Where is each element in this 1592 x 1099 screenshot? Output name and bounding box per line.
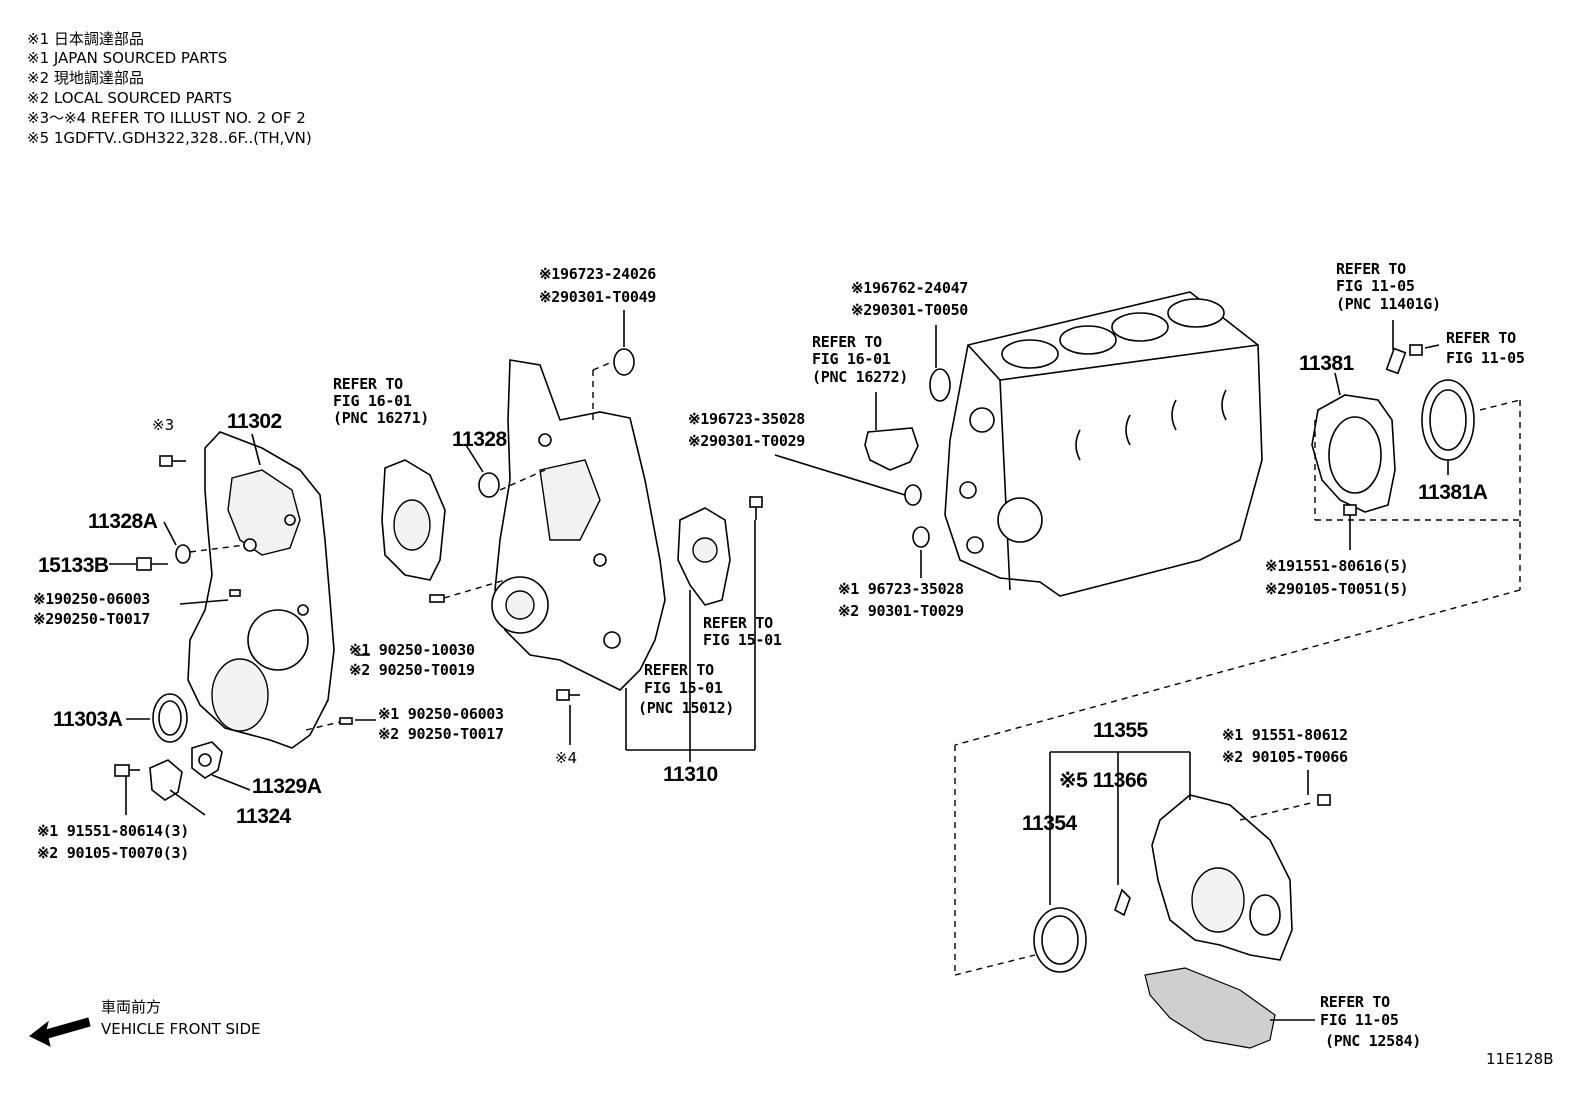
reference-line: FIG 15-01 — [703, 631, 782, 649]
header-notes: ※1 日本調達部品 ※1 JAPAN SOURCED PARTS ※2 現地調達… — [27, 30, 312, 147]
reference-line: FIG 11-05 — [1446, 349, 1525, 367]
retainer-11381-drawing — [1311, 344, 1475, 516]
engine-block-drawing — [944, 291, 1263, 597]
reference-line: REFER TO — [1336, 260, 1406, 278]
label-11328a: 11328A — [88, 510, 158, 533]
o-ring-small — [904, 484, 922, 506]
label-11354: 11354 — [1022, 812, 1078, 835]
reference-line: REFER TO — [812, 333, 882, 351]
label-11310: 11310 — [663, 763, 718, 786]
front-arrow-icon — [29, 1017, 91, 1047]
bolt-drawing — [556, 689, 570, 701]
callout-line: ※196723-24026 — [539, 265, 656, 283]
front-label-en: VEHICLE FRONT SIDE — [101, 1020, 261, 1038]
reference-line: REFER TO — [1446, 329, 1516, 347]
o-ring-11302 — [613, 348, 635, 376]
callout-line: ※290105-T0051(5) — [1265, 580, 1408, 598]
reference-labels: REFER TO FIG 16-01 (PNC 16271) REFER TO … — [333, 260, 1525, 1050]
callout-line: ※1 90250-10030 — [349, 641, 475, 659]
reference-line: (PNC 12584) — [1325, 1032, 1421, 1050]
reference-line: FIG 11-05 — [1336, 277, 1415, 295]
label-15133b: 15133B — [38, 554, 109, 577]
reference-line: FIG 16-01 — [812, 350, 891, 368]
pin-drawing — [429, 594, 445, 603]
o-ring-small — [912, 526, 930, 548]
callout-line: ※2 90105-T0070(3) — [37, 844, 189, 862]
label-11329a: 11329A — [252, 775, 322, 798]
reference-line: FIG 11-05 — [1320, 1011, 1399, 1029]
label-11324: 11324 — [236, 805, 292, 828]
bolt-drawings-left — [114, 455, 353, 777]
callout-4: ※4 — [555, 749, 577, 767]
note-line: ※1 JAPAN SOURCED PARTS — [27, 49, 227, 67]
reference-line: REFER TO — [333, 375, 403, 393]
part-number-labels: 11302 11328A 15133B 11303A 11329A 11324 … — [38, 352, 1488, 835]
reference-line: REFER TO — [1320, 993, 1390, 1011]
callout-line: ※196723-35028 — [688, 410, 805, 428]
reference-line: REFER TO — [703, 614, 773, 632]
reference-line: REFER TO — [644, 661, 714, 679]
callout-labels: ※3 ※4 ※190250-06003 ※290250-T0017 ※1 902… — [33, 265, 1409, 862]
callout-line: ※1 96723-35028 — [838, 580, 964, 598]
callout-line: ※1 90250-06003 — [378, 705, 504, 723]
reference-line: FIG 15-01 — [644, 679, 723, 697]
leader-lines — [109, 310, 1521, 1021]
note-line: ※3～※4 REFER TO ILLUST NO. 2 OF 2 — [27, 109, 306, 127]
callout-line: ※290301-T0050 — [851, 301, 968, 319]
callout-line: ※290301-T0049 — [539, 288, 656, 306]
label-11355: 11355 — [1093, 719, 1149, 742]
o-ring-11328 — [478, 472, 500, 498]
label-11381: 11381 — [1299, 352, 1355, 375]
bolt-drawing — [749, 496, 763, 508]
pin-11366-drawing — [1114, 888, 1131, 917]
reference-line: (PNC 15012) — [638, 699, 734, 717]
callout-line: ※196762-24047 — [851, 279, 968, 297]
callout-line: ※2 90301-T0029 — [838, 602, 964, 620]
reference-line: (PNC 16272) — [812, 368, 908, 386]
label-11302: 11302 — [227, 410, 282, 433]
gasket-hole — [198, 753, 212, 767]
callout-line: ※1 91551-80612 — [1222, 726, 1348, 744]
illustration-id: 11E128B — [1486, 1050, 1554, 1068]
callout-line: ※191551-80616(5) — [1265, 557, 1408, 575]
seal-11303a-drawing — [152, 693, 188, 743]
note-line: ※2 LOCAL SOURCED PARTS — [27, 89, 232, 107]
pump-hub — [692, 537, 718, 563]
callout-3: ※3 — [152, 416, 174, 434]
timing-case-drawing — [491, 359, 666, 691]
note-line: ※1 日本調達部品 — [27, 30, 144, 48]
reference-line: (PNC 16271) — [333, 409, 429, 427]
callout-line: ※2 90105-T0066 — [1222, 748, 1348, 766]
gasket-16271-hole — [393, 499, 431, 551]
gasket-11324-drawing — [149, 759, 183, 801]
rear-plate-drawing — [1033, 794, 1331, 1049]
o-ring-16272 — [929, 368, 951, 402]
callout-line: ※1 91551-80614(3) — [37, 822, 189, 840]
vehicle-front-indicator: 車両前方 VEHICLE FRONT SIDE — [29, 998, 261, 1047]
callout-line: ※2 90250-T0019 — [349, 661, 475, 679]
callout-line: ※290250-T0017 — [33, 610, 150, 628]
label-11328: 11328 — [452, 428, 508, 451]
front-label-jp: 車両前方 — [101, 998, 161, 1016]
gasket-16272-drawing — [864, 427, 919, 471]
callout-line: ※2 90250-T0017 — [378, 725, 504, 743]
callout-line: ※290301-T0029 — [688, 432, 805, 450]
timing-cover-drawing — [187, 431, 335, 749]
label-11303a: 11303A — [53, 708, 123, 731]
label-11381a: 11381A — [1418, 481, 1488, 504]
reference-line: FIG 16-01 — [333, 392, 412, 410]
note-line: ※5 1GDFTV..GDH322,328..6F..(TH,VN) — [27, 129, 312, 147]
label-11366: ※5 11366 — [1059, 769, 1147, 792]
note-line: ※2 現地調達部品 — [27, 69, 144, 87]
oil-pan-drawing — [1144, 967, 1276, 1049]
reference-line: (PNC 11401G) — [1336, 295, 1441, 313]
callout-line: ※190250-06003 — [33, 590, 150, 608]
